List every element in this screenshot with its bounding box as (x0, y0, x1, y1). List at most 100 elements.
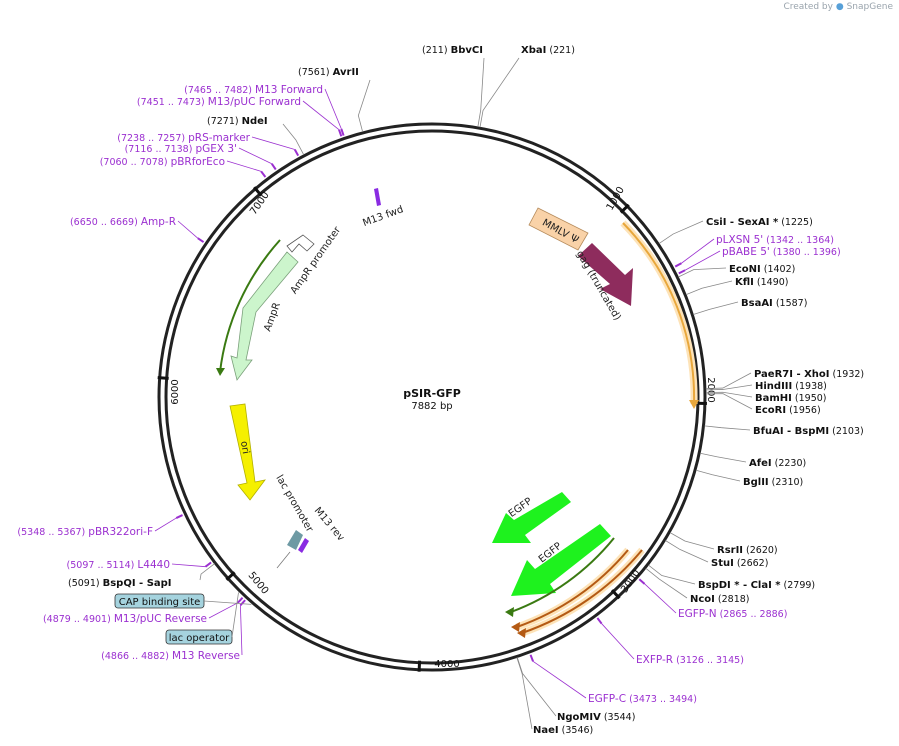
enzyme-site-bfuai: BfuAI - BspMI (2103) (704, 425, 864, 437)
orf-arc-right-arrowhead (689, 400, 699, 409)
primer-mark (338, 129, 343, 137)
primer-label-prs-marker: (7238 .. 7257) pRS-marker (117, 132, 250, 144)
backbone-inner (164, 129, 700, 665)
enzyme-leader-ngomiv (516, 657, 557, 717)
primer-name: EGFP-C (588, 693, 626, 705)
enzyme-leader-xbai (479, 57, 520, 128)
primer-leader (239, 605, 243, 656)
enzyme-leader-bspqi (199, 563, 215, 581)
primer-site-m13-forward: (7465 .. 7482) M13 Forward (184, 84, 345, 136)
tick-label-6000: 6000 (170, 379, 181, 404)
enzyme-site-ecori: EcoRI (1956) (705, 393, 821, 416)
primer-site-prs-marker: (7238 .. 7257) pRS-marker (117, 132, 300, 157)
primer-mark (239, 599, 246, 606)
enzyme-name: NaeI (533, 725, 559, 736)
enzyme-coord: (2103) (829, 426, 864, 437)
enzyme-label-bamhi: BamHI (1950) (755, 393, 827, 404)
enzyme-coord: (1956) (786, 405, 821, 416)
ampr-arc-green (219, 239, 281, 373)
tick-mark-6000 (157, 376, 169, 380)
primer-label-exfp-r: EXFP-R (3126 .. 3145) (636, 654, 744, 666)
enzyme-coord: (1587) (773, 298, 808, 309)
primer-mark (529, 654, 534, 662)
enzyme-leader-naei (516, 657, 533, 730)
orf-arc-orange-1 (516, 549, 629, 628)
primer-name: pBABE 5' (722, 246, 770, 258)
enzyme-label-csii: CsiI - SexAI * (1225) (706, 217, 813, 228)
primer-coord: (5097 .. 5114) (67, 560, 138, 571)
ampr-arc-green-arrowhead (216, 368, 225, 376)
enzyme-name-2: - SapI (136, 578, 172, 589)
primer-mark (678, 269, 686, 275)
primer-name: pRS-marker (188, 132, 251, 144)
enzyme-leader-avrii (357, 79, 371, 133)
primer-coord: (7116 .. 7138) (125, 144, 196, 155)
feature-box-leader (203, 600, 252, 605)
tick-label-7000: 7000 (248, 190, 272, 217)
feature-box-cap-binding-site: CAP binding site (114, 593, 252, 609)
enzyme-name: AvrII (333, 67, 359, 78)
enzyme-label-rsrii: RsrII (2620) (717, 545, 778, 556)
primer-label-pbabe-5: pBABE 5' (1380 .. 1396) (722, 246, 841, 258)
tick-label-4000: 4000 (434, 659, 459, 670)
tick-label-5000: 5000 (246, 570, 271, 597)
enzyme-site-stui: StuI (2662) (665, 540, 768, 569)
primer-leader (208, 602, 238, 619)
enzyme-coord: (2310) (769, 477, 804, 488)
snapgene-watermark: Created by ● SnapGene (783, 2, 893, 12)
enzyme-site-csii: CsiI - SexAI * (1225) (658, 217, 813, 244)
enzyme-coord: (2818) (715, 594, 750, 605)
enzyme-coord: (7271) (207, 116, 242, 127)
enzyme-coord: (1932) (830, 369, 865, 380)
enzyme-leader-afei (700, 452, 747, 463)
enzyme-name-2: - ClaI * (739, 580, 781, 591)
primer-mark (237, 597, 244, 604)
enzyme-name: NcoI (690, 594, 715, 605)
primer-leader (154, 517, 177, 532)
enzyme-coord: (3546) (559, 725, 594, 736)
enzyme-label-afei: AfeI (2230) (749, 458, 806, 469)
primer-name: EGFP-N (678, 608, 717, 620)
enzyme-coord: (3544) (601, 712, 636, 723)
enzyme-leader-kfli (685, 280, 733, 295)
enzyme-label-hindiii: HindIII (1938) (755, 381, 827, 392)
enzyme-name: StuI (711, 558, 734, 569)
primer-coord: (1380 .. 1396) (770, 247, 841, 258)
enzyme-coord: (1490) (754, 277, 789, 288)
primer-leader (644, 583, 677, 614)
enzyme-site-hindiii: HindIII (1938) (705, 381, 827, 392)
primer-site-pbrforeco: (7060 .. 7078) pBRforEco (100, 156, 267, 178)
primer-coord: (3473 .. 3494) (626, 694, 697, 705)
primer-leader (601, 623, 635, 660)
enzyme-site-bspdi: BspDI * - ClaI * (2799) (648, 564, 815, 591)
primer-name: M13 Reverse (172, 650, 240, 662)
primer-name: L4440 (137, 559, 170, 571)
tick-mark-4000 (417, 660, 422, 672)
enzyme-label-bspdi: BspDI * - ClaI * (2799) (698, 580, 815, 591)
primer-site-pbabe-5: pBABE 5' (1380 .. 1396) (678, 246, 841, 275)
primer-leader (177, 220, 199, 239)
primer-leader (684, 250, 721, 271)
primer-leader (302, 100, 340, 131)
primer-leader (324, 88, 342, 130)
primer-mark (197, 237, 205, 243)
primer-coord: (1342 .. 1364) (763, 235, 834, 246)
enzyme-name: NdeI (242, 116, 268, 127)
primer-name: pGEX 3' (195, 143, 237, 155)
enzyme-site-avrii: (7561) AvrII (298, 67, 371, 133)
enzyme-label-ecori: EcoRI (1956) (755, 405, 821, 416)
primer-label-l4440: (5097 .. 5114) L4440 (67, 559, 170, 571)
enzyme-name: NgoMIV (557, 712, 601, 723)
primer-mark (596, 617, 603, 625)
enzyme-coord: (1950) (792, 393, 827, 404)
enzyme-leader-csii (658, 220, 704, 244)
enzyme-name-2: - XhoI (793, 369, 830, 380)
enzyme-leader-rsrii (669, 532, 715, 550)
primer-name: M13/pUC Forward (208, 96, 301, 108)
enzyme-site-paer7i: PaeR7I - XhoI (1932) (705, 369, 865, 389)
enzyme-name: KflI (735, 277, 754, 288)
primer-coord: (7451 .. 7473) (137, 97, 208, 108)
enzyme-name: AfeI (749, 458, 772, 469)
